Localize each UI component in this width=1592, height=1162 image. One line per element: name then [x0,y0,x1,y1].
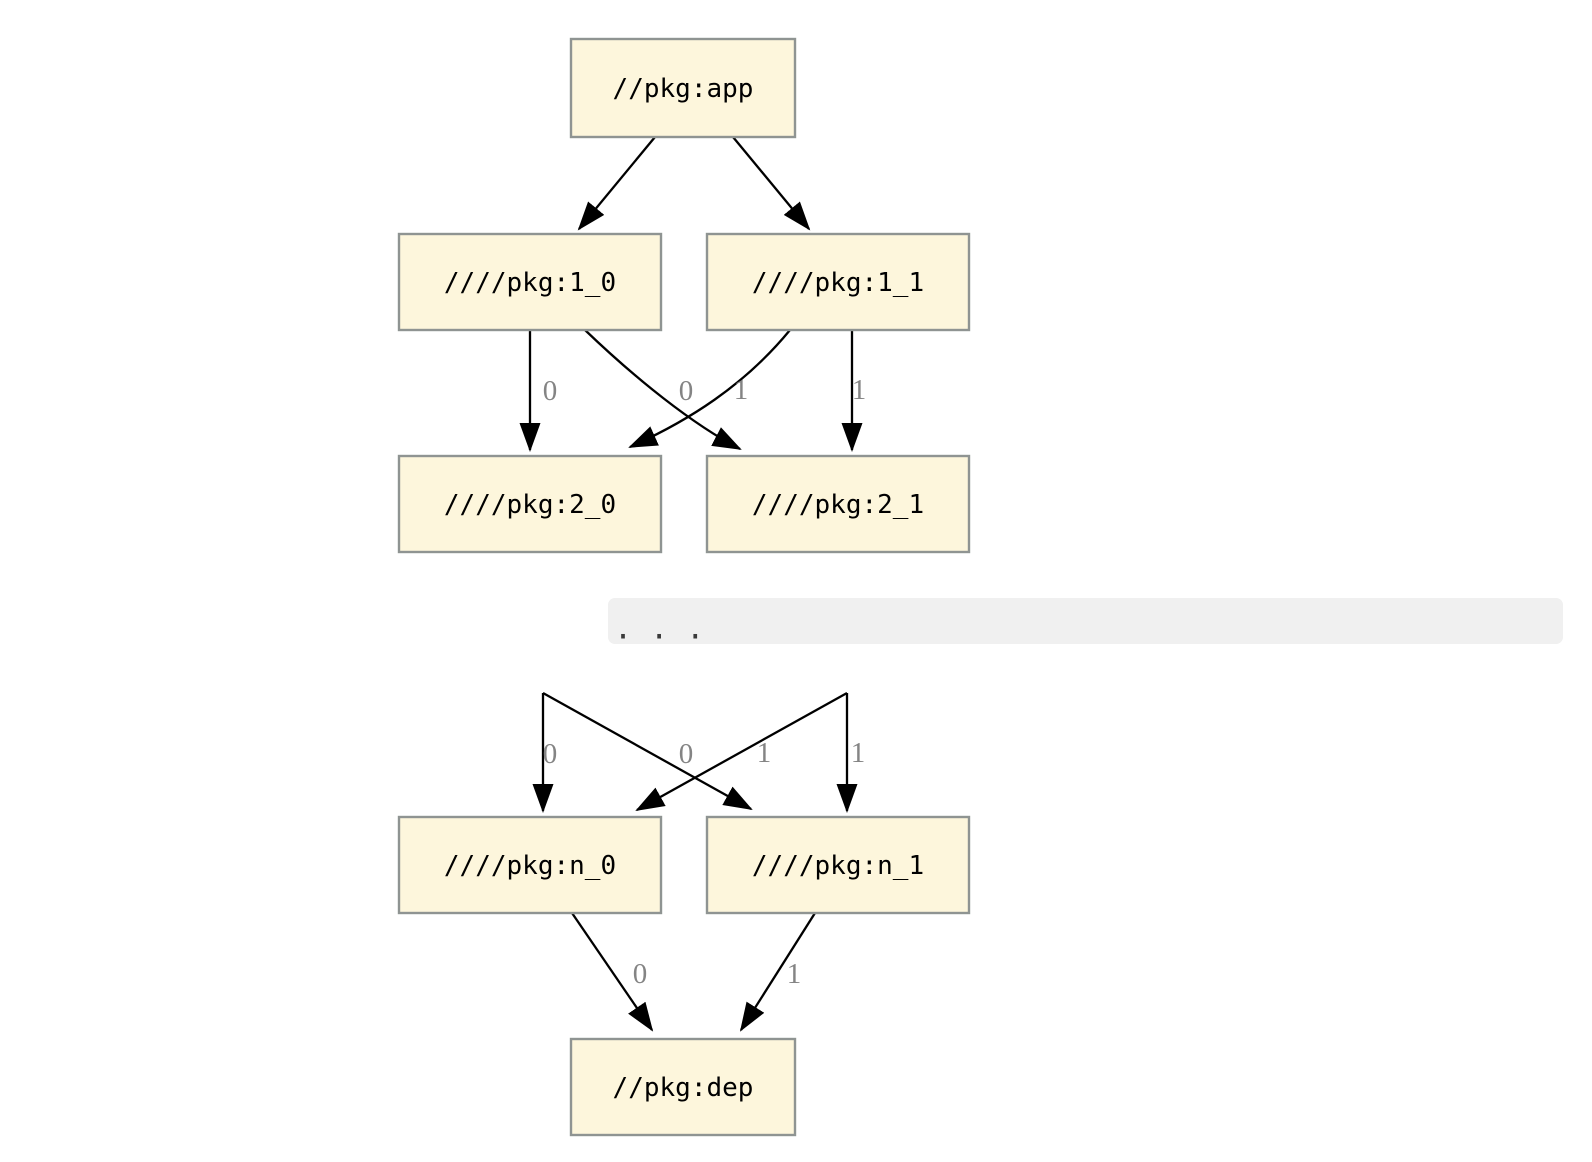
node-pkg-n-0-box [397,815,663,915]
edge-label-prev-to-n-0-straight: 0 [543,738,558,770]
edge-1-1-to-2-0 [628,329,791,449]
edge-label-prev-to-n-1-cross: 1 [757,737,772,769]
edge-prev-to-n-1-cross [542,691,753,811]
node-pkg-dep: //pkg:dep [569,1037,797,1137]
node-pkg-2-0: ////pkg:2_0 [397,454,663,554]
ellipsis-band: . . . [608,598,1563,647]
ellipsis-text: . . . [614,612,704,647]
edge-label-1-0-to-2-0: 0 [543,375,558,407]
node-pkg-1-0: ////pkg:1_0 [397,232,663,332]
node-pkg-n-1: ////pkg:n_1 [705,815,971,915]
edge-label-1-1-to-2-0: 0 [679,375,694,407]
node-pkg-app-label: //pkg:app [613,74,754,104]
edge-1-0-to-2-1 [584,329,742,451]
edge-prev-to-n-0-cross [635,691,848,812]
node-pkg-app-box [569,37,797,139]
edge-n-0-to-dep [571,912,654,1032]
node-pkg-2-0-label: ////pkg:2_0 [444,490,616,520]
node-pkg-n-0: ////pkg:n_0 [397,815,663,915]
edge-labels: 0 0 1 1 0 0 1 1 0 1 [543,374,867,990]
edge-app-to-1-1 [732,136,811,231]
nodes: //pkg:app ////pkg:1_0 ////pkg:1_1 ////pk… [397,37,971,1137]
node-pkg-app: //pkg:app [569,37,797,139]
node-pkg-2-1: ////pkg:2_1 [705,454,971,554]
ellipsis-band-background [608,598,1563,644]
node-pkg-1-0-label: ////pkg:1_0 [444,268,616,298]
node-pkg-dep-label: //pkg:dep [613,1073,754,1103]
node-pkg-1-1-box [705,232,971,332]
node-pkg-2-1-label: ////pkg:2_1 [752,490,924,520]
node-pkg-dep-box [569,1037,797,1137]
node-pkg-n-1-box [705,815,971,915]
edge-app-to-1-0 [577,136,656,231]
edge-label-prev-to-n-1-straight: 1 [851,737,866,769]
edge-label-n-0-to-dep: 0 [633,958,648,990]
node-pkg-n-0-label: ////pkg:n_0 [444,851,616,881]
node-pkg-2-1-box [705,454,971,554]
edge-label-prev-to-n-0-cross: 0 [679,738,694,770]
node-pkg-1-1: ////pkg:1_1 [705,232,971,332]
edge-label-1-1-to-2-1: 1 [852,374,867,406]
node-pkg-1-1-label: ////pkg:1_1 [752,268,924,298]
edges [519,136,863,1032]
edge-n-1-to-dep [739,912,816,1032]
edge-label-n-1-to-dep: 1 [787,958,802,990]
edge-label-1-0-to-2-1: 1 [734,374,749,406]
node-pkg-1-0-box [397,232,663,332]
node-pkg-2-0-box [397,454,663,554]
node-pkg-n-1-label: ////pkg:n_1 [752,851,924,881]
